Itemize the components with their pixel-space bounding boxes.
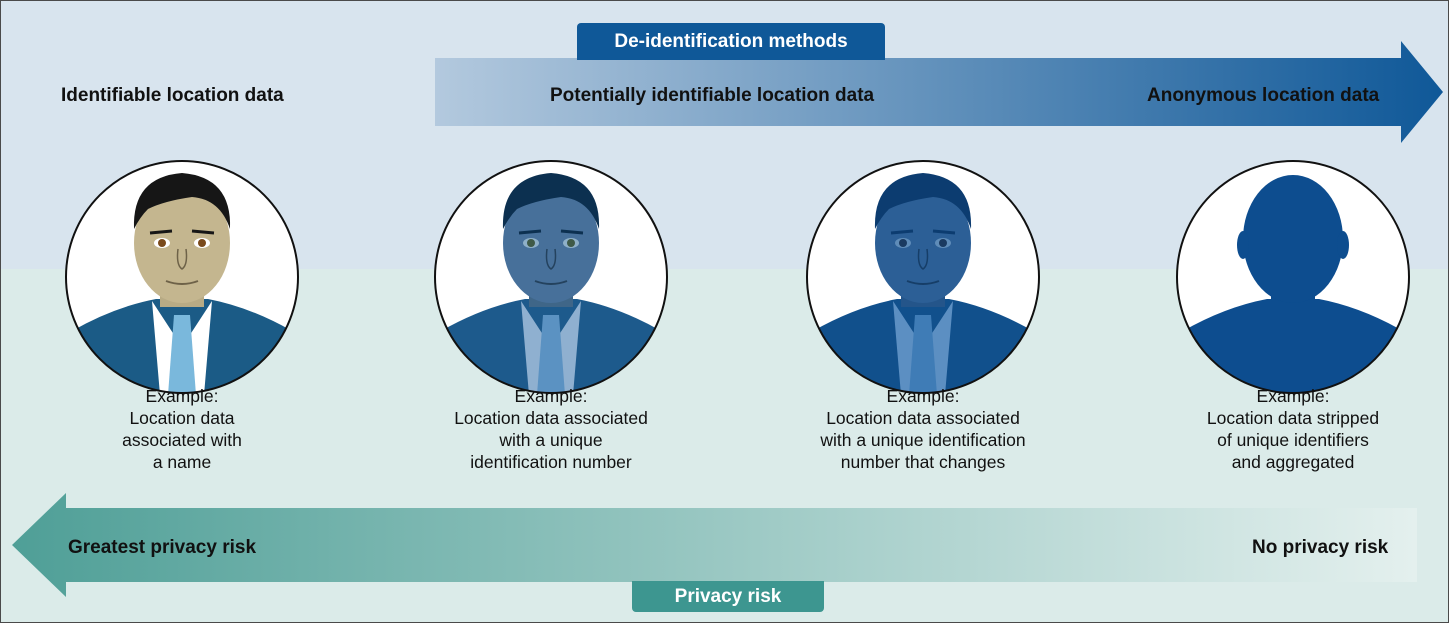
example-line: with a unique: [499, 430, 603, 450]
example-line: associated with: [122, 430, 242, 450]
portrait-changing-id-icon: [806, 160, 1040, 394]
example-line: Example:: [145, 386, 219, 406]
portrait-anonymous-silhouette-icon: [1176, 160, 1410, 394]
example-line: with a unique identification: [820, 430, 1026, 450]
category-anonymous: Anonymous location data: [1147, 85, 1380, 106]
example-line: Location data stripped: [1206, 408, 1380, 428]
example-line: Location data associated: [826, 408, 1020, 428]
portrait-unique-id-icon: [434, 160, 668, 394]
example-line: Example:: [886, 386, 960, 406]
example-identifiable: Example: Location data associated with a…: [32, 385, 332, 473]
example-line: Example:: [514, 386, 588, 406]
category-identifiable: Identifiable location data: [61, 85, 284, 106]
category-potentially-identifiable: Potentially identifiable location data: [550, 85, 875, 106]
no-risk-label: No privacy risk: [1252, 537, 1389, 558]
privacy-risk-tab: Privacy risk: [632, 581, 824, 612]
example-line: of unique identifiers: [1217, 430, 1369, 450]
example-line: identification number: [470, 452, 632, 472]
example-line: and aggregated: [1231, 452, 1355, 472]
example-line: a name: [152, 452, 212, 472]
methods-arrow: [435, 41, 1443, 143]
example-unique-id: Example: Location data associated with a…: [401, 385, 701, 473]
example-anonymous: Example: Location data stripped of uniqu…: [1143, 385, 1443, 473]
example-line: Example:: [1256, 386, 1330, 406]
example-line: number that changes: [840, 452, 1006, 472]
greatest-risk-label: Greatest privacy risk: [68, 537, 257, 558]
example-line: Location data associated: [454, 408, 648, 428]
example-changing-id: Example: Location data associated with a…: [773, 385, 1073, 473]
risk-arrow: [12, 493, 1417, 597]
portrait-identifiable-icon: [65, 160, 299, 394]
example-line: Location data: [129, 408, 235, 428]
methods-tab: De-identification methods: [577, 23, 885, 60]
